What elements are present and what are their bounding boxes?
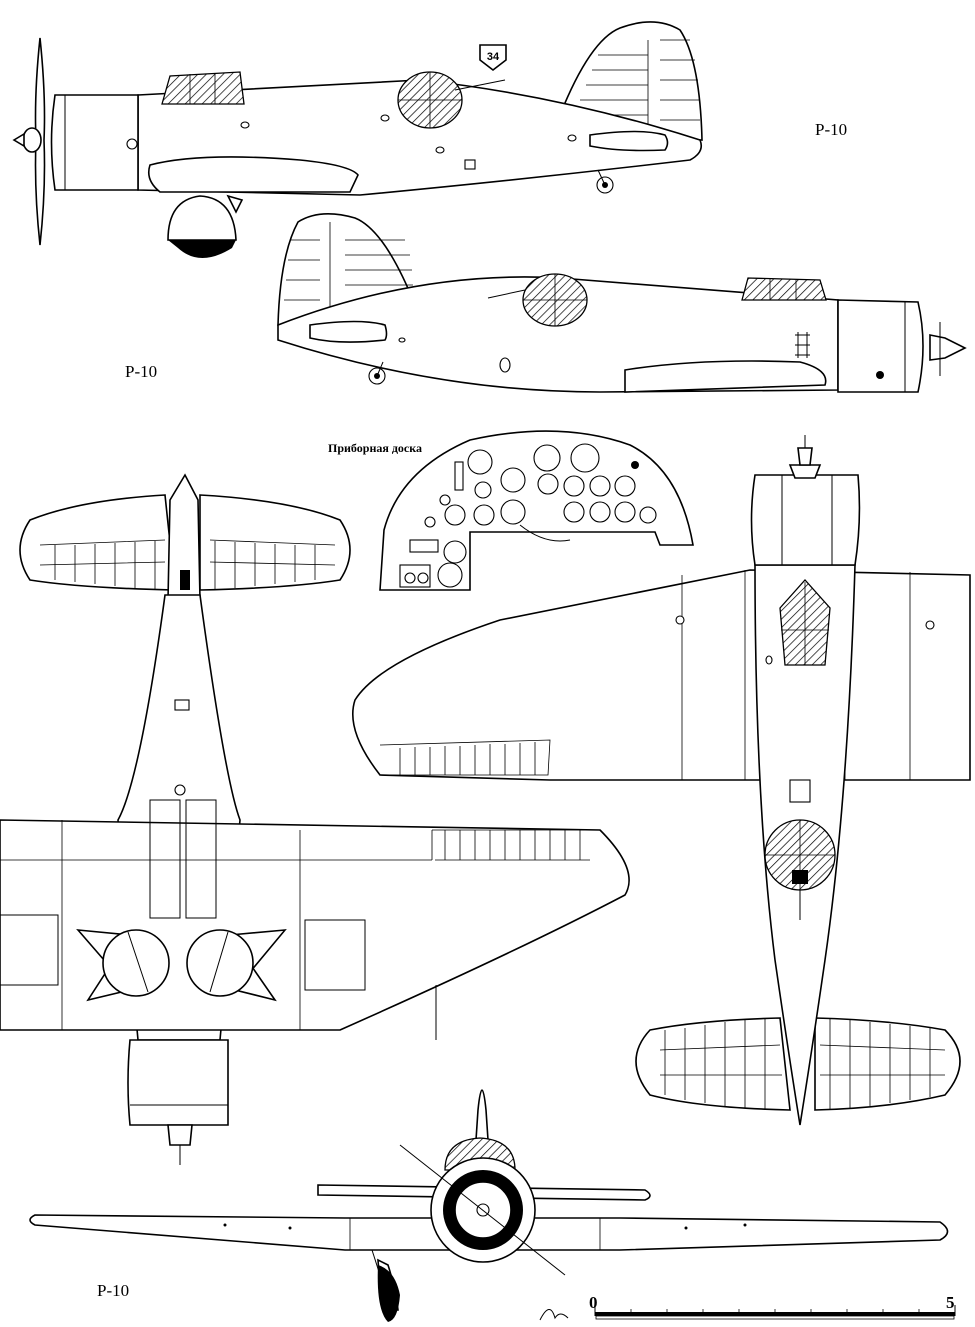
instrument-panel-label: Приборная доска	[328, 441, 422, 455]
side-view-top-label: Р-10	[815, 120, 848, 139]
instrument-panel	[379, 430, 694, 591]
scale-bar	[594, 1305, 956, 1320]
front-view	[29, 1089, 949, 1322]
side-view-bottom	[277, 213, 967, 393]
plan-view	[352, 435, 971, 1126]
front-view-label: Р-10	[97, 1281, 130, 1300]
scale-start-label: 0	[589, 1293, 598, 1312]
top-view	[0, 473, 630, 1165]
side-view-top: 34	[12, 21, 703, 258]
scale-end-label: 5	[946, 1293, 955, 1312]
tail-number-text: 34	[487, 51, 500, 63]
side-view-bottom-label: Р-10	[125, 362, 158, 381]
